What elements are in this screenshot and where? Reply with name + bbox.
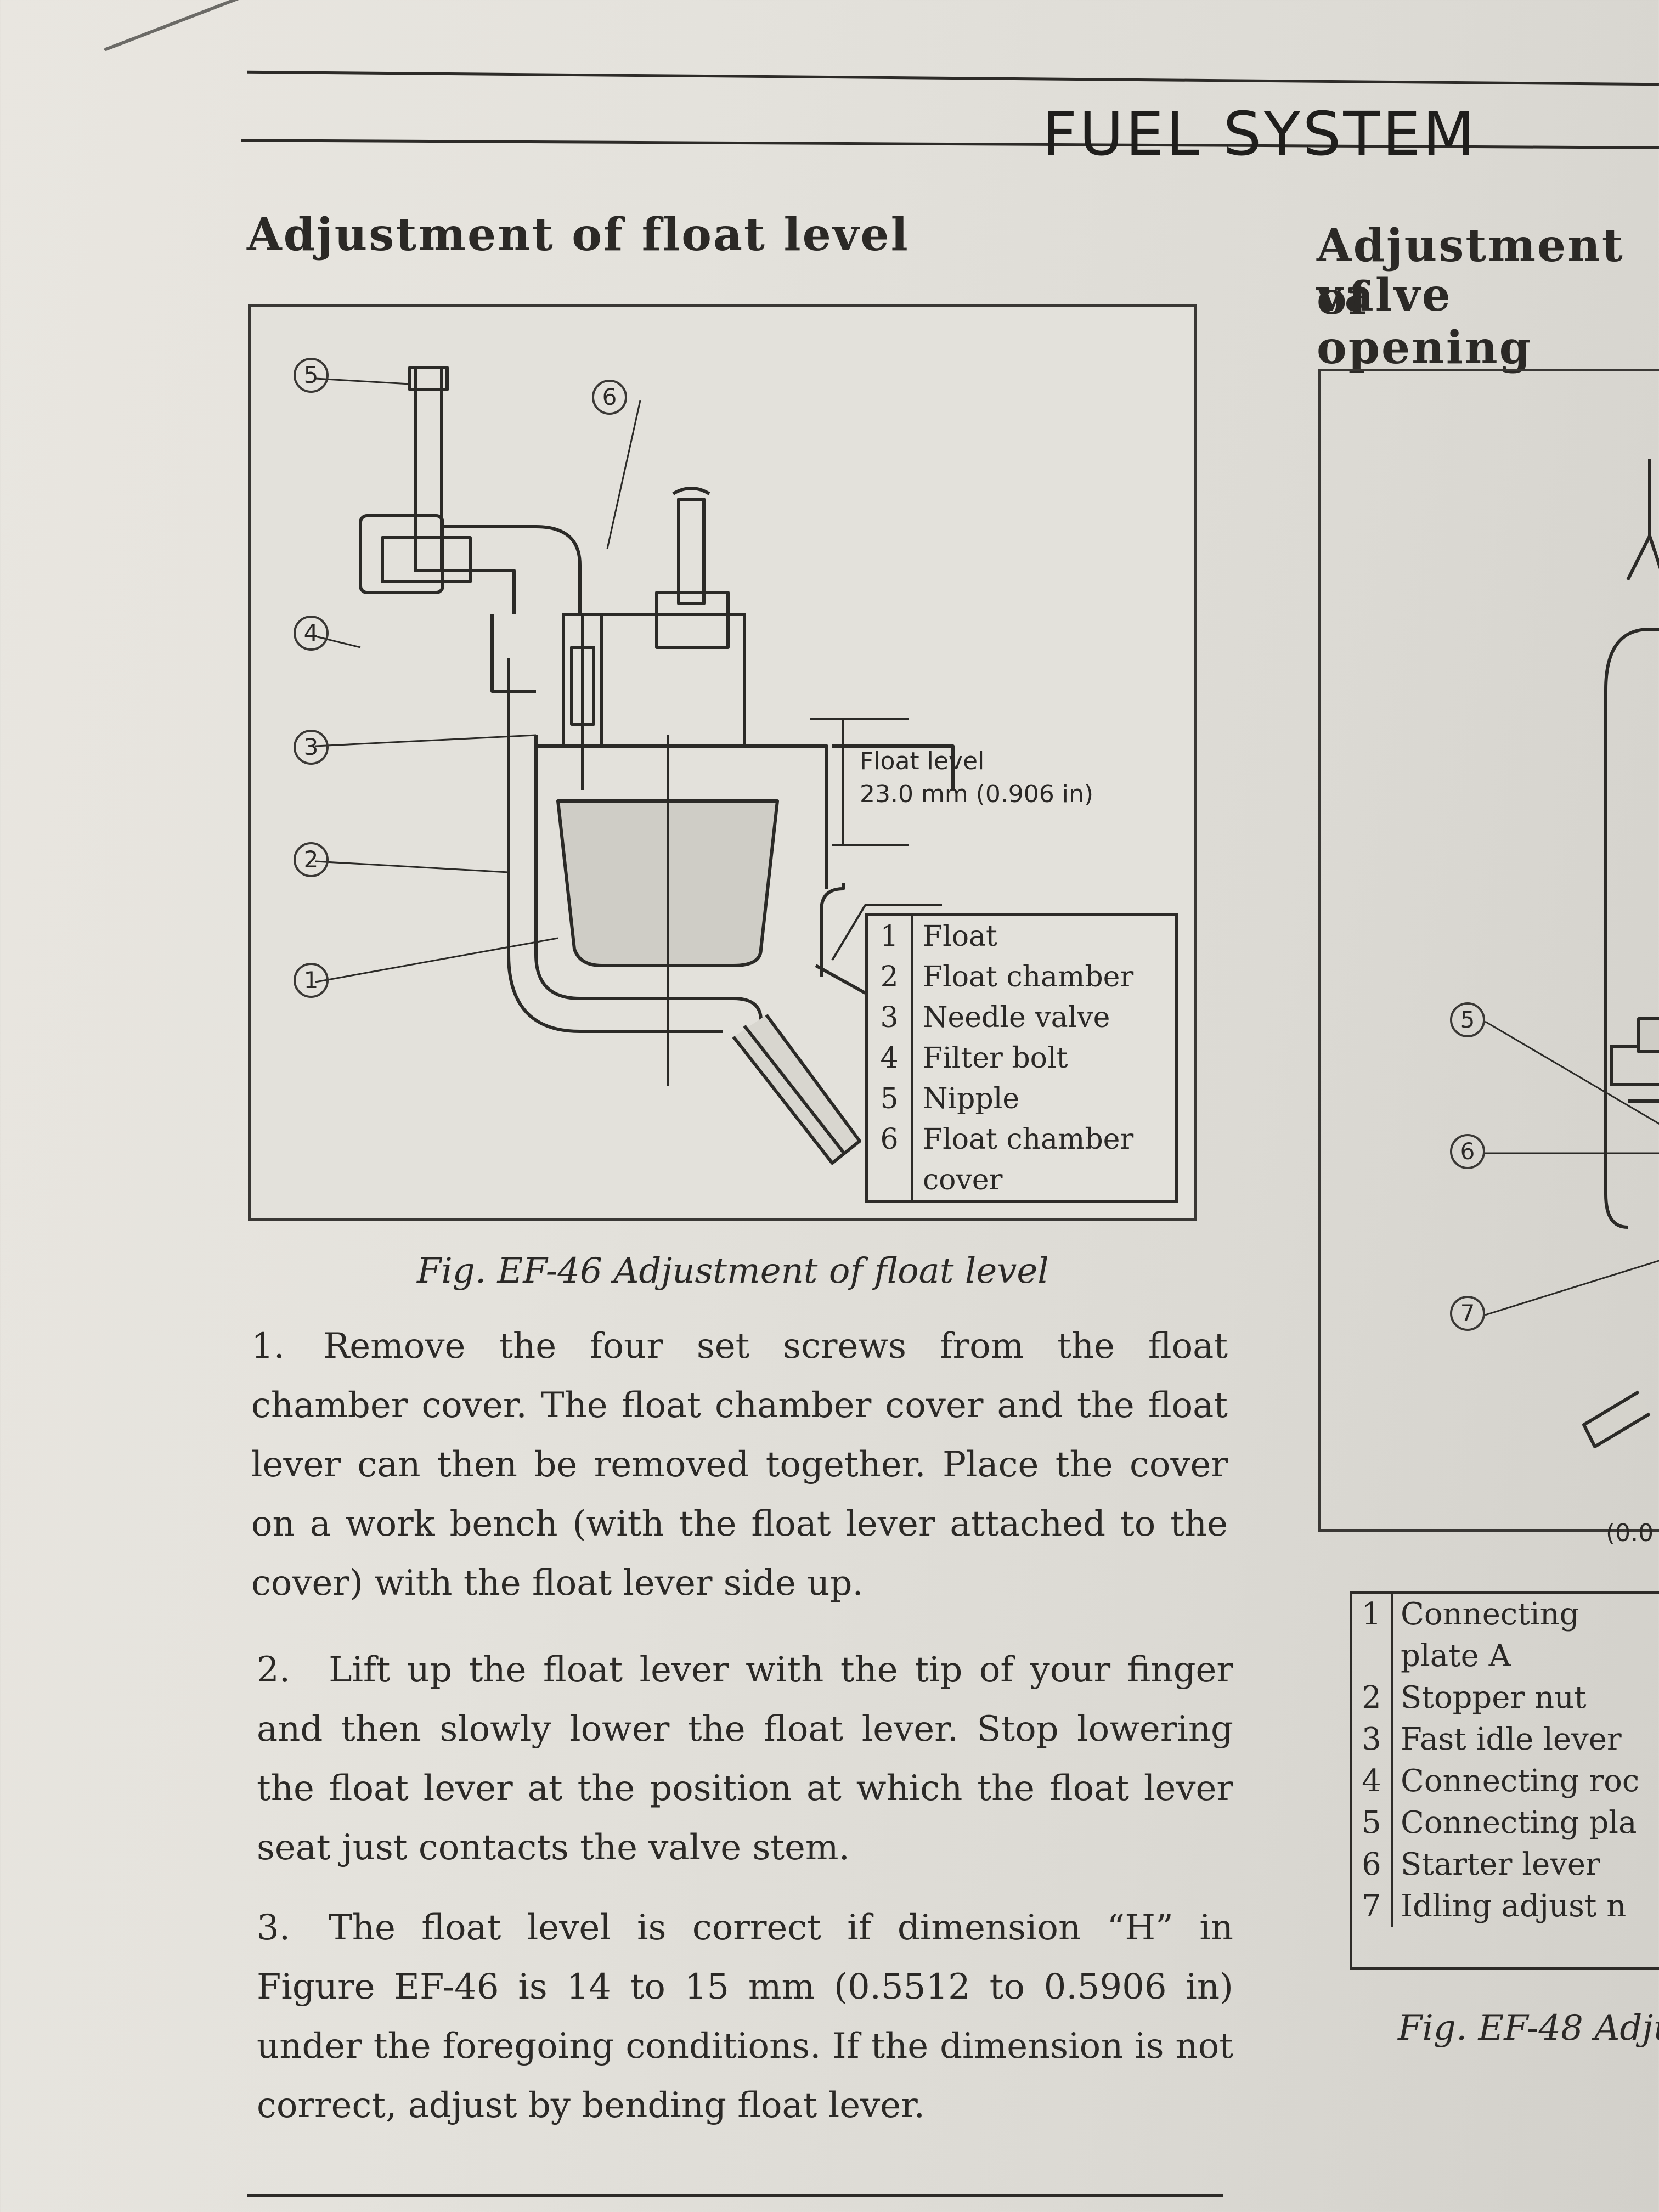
bottom-rule [247,2194,1223,2197]
step-text: Remove the four set screws from the floa… [251,1326,1228,1604]
legend-row: 5 Nipple [868,1079,1143,1119]
legend-num: 1 [1352,1594,1393,1635]
carburetor-float-diagram [315,366,955,1165]
callout-2: 2 [294,842,329,877]
right-callout-5: 5 [1450,1002,1485,1037]
figure-ef46: 5 6 4 3 2 1 Float level 23.0 mm (0.906 i… [248,304,1197,1221]
callout-6: 6 [592,380,627,415]
legend-row: 2 Float chamber [868,957,1143,997]
legend-num [1352,1635,1393,1677]
legend-label: Filter bolt [923,1042,1068,1075]
top-rule [247,70,1659,86]
legend-label: Float chamber [923,1123,1134,1156]
callout-4: 4 [294,616,329,651]
legend-label: Float chamber [923,961,1134,994]
float-level-value: 23.0 mm (0.906 in) [860,780,1094,808]
figure-caption-ef46: Fig. EF-46 Adjustment of float level [417,1251,1049,1291]
legend-row: cover [868,1160,1143,1200]
legend-num: 4 [1352,1760,1393,1802]
legend-num: 3 [868,997,913,1038]
pencil-mark [103,0,244,52]
legend-row: plate A [1352,1635,1647,1677]
legend-num: 2 [1352,1677,1393,1719]
legend-label: cover [923,1164,1003,1197]
callout-5: 5 [294,358,329,393]
legend-num: 7 [1352,1886,1393,1927]
legend-row: 3 Needle valve [868,997,1143,1038]
right-callout-7: 7 [1450,1296,1485,1331]
legend-num: 1 [868,916,913,957]
legend-label: Needle valve [923,1001,1110,1034]
legend-num: 6 [868,1119,913,1160]
step-text: The float level is correct if dimension … [257,1908,1233,2126]
legend-num: 6 [1352,1844,1393,1886]
legend-label: plate A [1401,1638,1511,1674]
legend-num [868,1160,913,1200]
valve-opening-diagram [1485,459,1659,1448]
right-callout-6: 6 [1450,1134,1485,1169]
step-1: 1.Remove the four set screws from the fl… [251,1317,1228,1613]
right-partial-value: (0.0 [1606,1519,1654,1547]
legend-label: Idling adjust n [1401,1888,1627,1924]
callout-1: 1 [294,963,329,998]
legend-num: 2 [868,957,913,997]
legend-num: 4 [868,1038,913,1079]
legend-row: 1 Float [868,916,1143,957]
right-heading-line1: Adjustment of [1317,219,1624,325]
step-text: Lift up the float lever with the tip of … [257,1650,1233,1868]
legend-label: Nipple [923,1082,1020,1115]
left-heading: Adjustment of float level [247,208,910,261]
legend-num: 5 [868,1079,913,1119]
section-header: FUEL SYSTEM [1042,99,1477,169]
right-heading-line2: valve opening [1317,269,1532,374]
legend-label: Float [923,920,997,953]
legend-row: 4 Filter bolt [868,1038,1143,1079]
legend-num: 3 [1352,1719,1393,1760]
legend-label: Starter lever [1401,1847,1600,1882]
figure-caption-ef48: Fig. EF-48 Adju [1398,2008,1659,2049]
step-number: 1. [251,1326,285,1367]
step-2: 2.Lift up the float lever with the tip o… [257,1640,1233,1877]
legend-label: Stopper nut [1401,1680,1587,1716]
legend-label: Connecting roc [1401,1763,1640,1799]
callout-3: 3 [294,730,329,765]
figure-ef48: 5 6 7 (0.0 [1318,369,1659,1547]
float-level-label: Float level [860,747,985,775]
legend-label: Fast idle lever [1401,1722,1622,1757]
legend-label: Connecting pla [1401,1805,1637,1841]
step-number: 2. [257,1650,291,1690]
step-number: 3. [257,1908,291,1948]
legend-num: 5 [1352,1802,1393,1844]
legend-label: Connecting [1401,1596,1579,1632]
legend-row: 6 Float chamber [868,1119,1143,1160]
step-3: 3.The float level is correct if dimensio… [257,1898,1233,2135]
